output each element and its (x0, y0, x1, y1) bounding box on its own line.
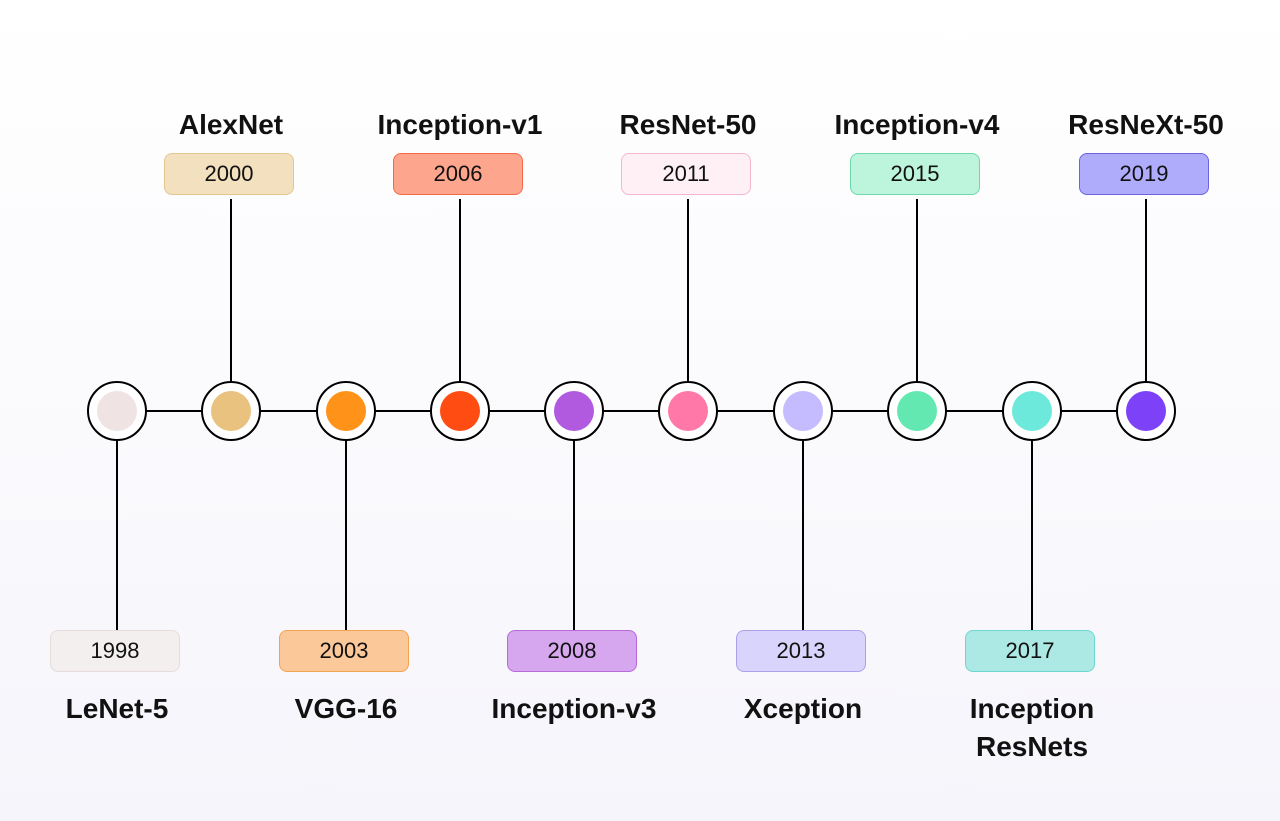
timeline-dot-fill (668, 391, 708, 431)
timeline-dot (201, 381, 261, 441)
timeline-axis (117, 410, 1146, 412)
year-badge: 2003 (279, 630, 409, 672)
timeline-dot (544, 381, 604, 441)
year-badge: 2013 (736, 630, 866, 672)
model-label: Inception-v4 (834, 109, 1000, 140)
model-label: VGG-16 (294, 693, 398, 724)
timeline-dot-fill (326, 391, 366, 431)
timeline-dot-fill (440, 391, 480, 431)
year-badge: 2015 (850, 153, 980, 195)
connector-line (802, 411, 804, 631)
timeline-dot-fill (97, 391, 137, 431)
model-label: Inception-v1 (377, 109, 543, 140)
timeline-dot (316, 381, 376, 441)
model-label: Inception ResNets (872, 690, 1192, 766)
timeline-dot-fill (783, 391, 823, 431)
connector-line (687, 199, 689, 411)
model-label: ResNet-50 (619, 109, 757, 140)
timeline-dot (430, 381, 490, 441)
model-label: AlexNet (178, 109, 284, 140)
model-label-line: Inception (969, 693, 1095, 724)
year-badge: 2008 (507, 630, 637, 672)
year-badge: 2019 (1079, 153, 1209, 195)
timeline-dot (658, 381, 718, 441)
timeline-dot-fill (1126, 391, 1166, 431)
year-badge: 2000 (164, 153, 294, 195)
connector-line (1031, 411, 1033, 631)
year-badge: 1998 (50, 630, 180, 672)
model-label: LeNet-5 (65, 693, 169, 724)
year-badge: 2017 (965, 630, 1095, 672)
connector-line (116, 411, 118, 631)
timeline-dot (87, 381, 147, 441)
year-badge: 2011 (621, 153, 751, 195)
model-label-line: ResNets (975, 731, 1089, 762)
timeline-dot-fill (554, 391, 594, 431)
timeline-dot-fill (897, 391, 937, 431)
connector-line (230, 199, 232, 411)
timeline-dot (1002, 381, 1062, 441)
model-label: ResNeXt-50 (1068, 109, 1224, 140)
connector-line (916, 199, 918, 411)
timeline-dot (887, 381, 947, 441)
connector-line (459, 199, 461, 411)
model-label: Inception-v3 (491, 693, 657, 724)
connector-line (345, 411, 347, 631)
year-badge: 2006 (393, 153, 523, 195)
timeline-dot-fill (1012, 391, 1052, 431)
connector-line (573, 411, 575, 631)
timeline-dot-fill (211, 391, 251, 431)
connector-line (1145, 199, 1147, 411)
model-label: Xception (743, 693, 863, 724)
timeline-dot (1116, 381, 1176, 441)
timeline-dot (773, 381, 833, 441)
